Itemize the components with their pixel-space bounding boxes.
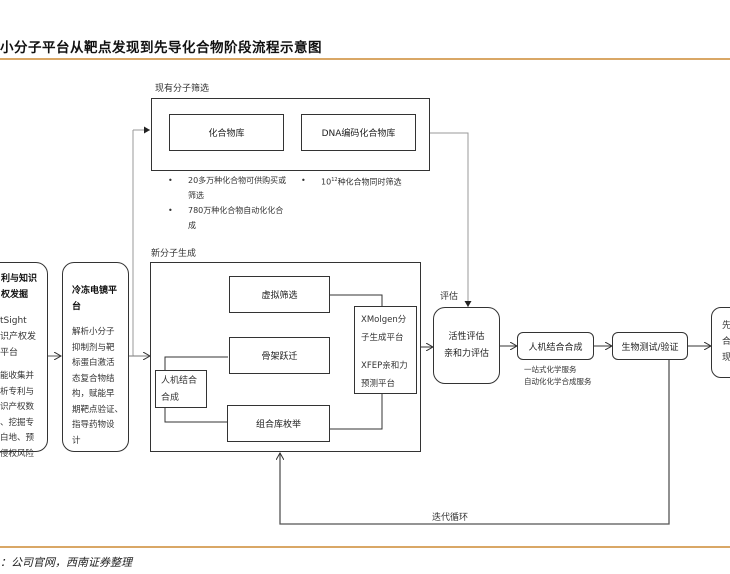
cryoem-desc-line: 态复合物结 — [72, 373, 115, 384]
patent-desc-line: 、挖掘专 — [0, 417, 35, 428]
eval-line2: 亲和力评估 — [443, 348, 489, 359]
top-divider — [0, 58, 730, 60]
compound-library-label: 化合物库 — [208, 129, 245, 139]
compound-library-box: 化合物库 — [169, 114, 284, 151]
cryoem-title-line1: 冷冻电镜平 — [72, 286, 118, 296]
eval-line1: 活性评估 — [448, 331, 485, 342]
patent-sub-line1: tSight — [0, 316, 27, 326]
existing-screening-label: 现有分子筛选 — [155, 84, 210, 94]
platform-line1: XMolgen分 — [361, 315, 407, 325]
synthesis-notes: 一站式化学服务 自动化化学合成服务 — [524, 364, 592, 388]
evaluation-box: 活性评估 亲和力评估 — [433, 307, 500, 384]
new-generation-group — [150, 262, 421, 452]
dna-encoded-library-label: DNA编码化合物库 — [321, 129, 396, 139]
cryoem-desc-line: 标蛋白激活 — [72, 358, 115, 368]
patent-title-line1: 利与知识 — [1, 274, 38, 284]
platform-line2: 子生成平台 — [361, 333, 404, 343]
hm-synthesis-label: 人机结合合成 — [528, 342, 583, 353]
patent-sub-line2: 识产权发 — [0, 332, 37, 342]
scaffold-hopping-box: 骨架跃迁 — [229, 337, 330, 374]
lead-compound-box: 先 合 现 — [711, 307, 730, 378]
human-machine-synthesis-box: 人机结合 合成 — [155, 370, 207, 408]
line-existing-to-eval — [430, 132, 472, 307]
bio-test-label: 生物测试/验证 — [621, 342, 679, 353]
library-enumeration-box: 组合库枚举 — [227, 405, 330, 442]
patent-mining-box: 利与知识 权发掘 tSight 识产权发 平台 能收集并 析专利与 识产权数 、… — [0, 262, 48, 459]
cryoem-desc-line: 计 — [72, 435, 81, 446]
evaluation-label: 评估 — [440, 292, 459, 302]
patent-desc-line: 识产权数 — [0, 402, 35, 412]
dna-library-bullets: 1012种化合物同时筛选 — [301, 173, 421, 190]
patent-desc-line: 析专利与 — [0, 386, 35, 397]
new-generation-label: 新分子生成 — [151, 249, 197, 259]
synthesis-note-2: 自动化化学合成服务 — [524, 377, 592, 386]
hm-line2: 合成 — [161, 393, 180, 403]
bottom-divider — [0, 546, 730, 548]
bullet-item: 1012种化合物同时筛选 — [301, 173, 421, 190]
patent-desc-line: 侵权风险 — [0, 448, 35, 459]
scaffold-hopping-label: 骨架跃迁 — [261, 352, 298, 362]
patent-desc-line: 白地、预 — [0, 433, 35, 443]
compound-library-bullets: 20多万种化合物可供购买或 筛选 780万种化合物自动化化合 成 — [168, 173, 298, 233]
platform-line4: 预测平台 — [361, 379, 396, 389]
virtual-screening-box: 虚拟筛选 — [229, 276, 330, 313]
xmolgen-xfep-platform-box: XMolgen分 子生成平台 XFEP亲和力 预测平台 — [354, 306, 417, 394]
patent-title-line2: 权发掘 — [1, 290, 29, 300]
iteration-loop-label: 迭代循环 — [432, 513, 469, 523]
cryoem-desc-line: 解析小分子 — [72, 327, 115, 337]
existing-screening-group: 化合物库 DNA编码化合物库 — [151, 98, 430, 171]
lead-line2: 合 — [722, 337, 730, 347]
library-enumeration-label: 组合库枚举 — [255, 420, 301, 430]
patent-desc-line: 能收集并 — [0, 371, 35, 381]
source-note: ：公司官网，西南证券整理 — [0, 556, 132, 569]
virtual-screening-label: 虚拟筛选 — [261, 291, 298, 301]
cryoem-desc-line: 指导药物设 — [72, 420, 115, 430]
lead-line1: 先 — [722, 321, 730, 331]
hm-line1: 人机结合 — [161, 376, 198, 386]
cryoem-title-line2: 台 — [72, 302, 82, 312]
dna-encoded-library-box: DNA编码化合物库 — [301, 114, 416, 151]
bullet-item: 780万种化合物自动化化合 成 — [168, 203, 298, 233]
bullet-item: 20多万种化合物可供购买或 筛选 — [168, 173, 298, 203]
cryoem-desc-line: 抑制剂与靶 — [72, 342, 115, 353]
lead-line3: 现 — [722, 353, 730, 363]
patent-sub-line3: 平台 — [0, 348, 19, 358]
synthesis-note-1: 一站式化学服务 — [524, 365, 577, 374]
bio-test-box: 生物测试/验证 — [612, 332, 688, 360]
figure-title: 小分子平台从靶点发现到先导化合物阶段流程示意图 — [0, 40, 322, 56]
cryoem-desc-line: 构，赋能早 — [72, 389, 115, 399]
hm-synthesis-box: 人机结合合成 — [517, 332, 594, 360]
platform-line3: XFEP亲和力 — [361, 361, 408, 371]
cryoem-platform-box: 冷冻电镜平 台 解析小分子 抑制剂与靶 标蛋白激活 态复合物结 构，赋能早 期靶… — [62, 262, 129, 452]
cryoem-desc-line: 期靶点验证、 — [72, 404, 124, 415]
